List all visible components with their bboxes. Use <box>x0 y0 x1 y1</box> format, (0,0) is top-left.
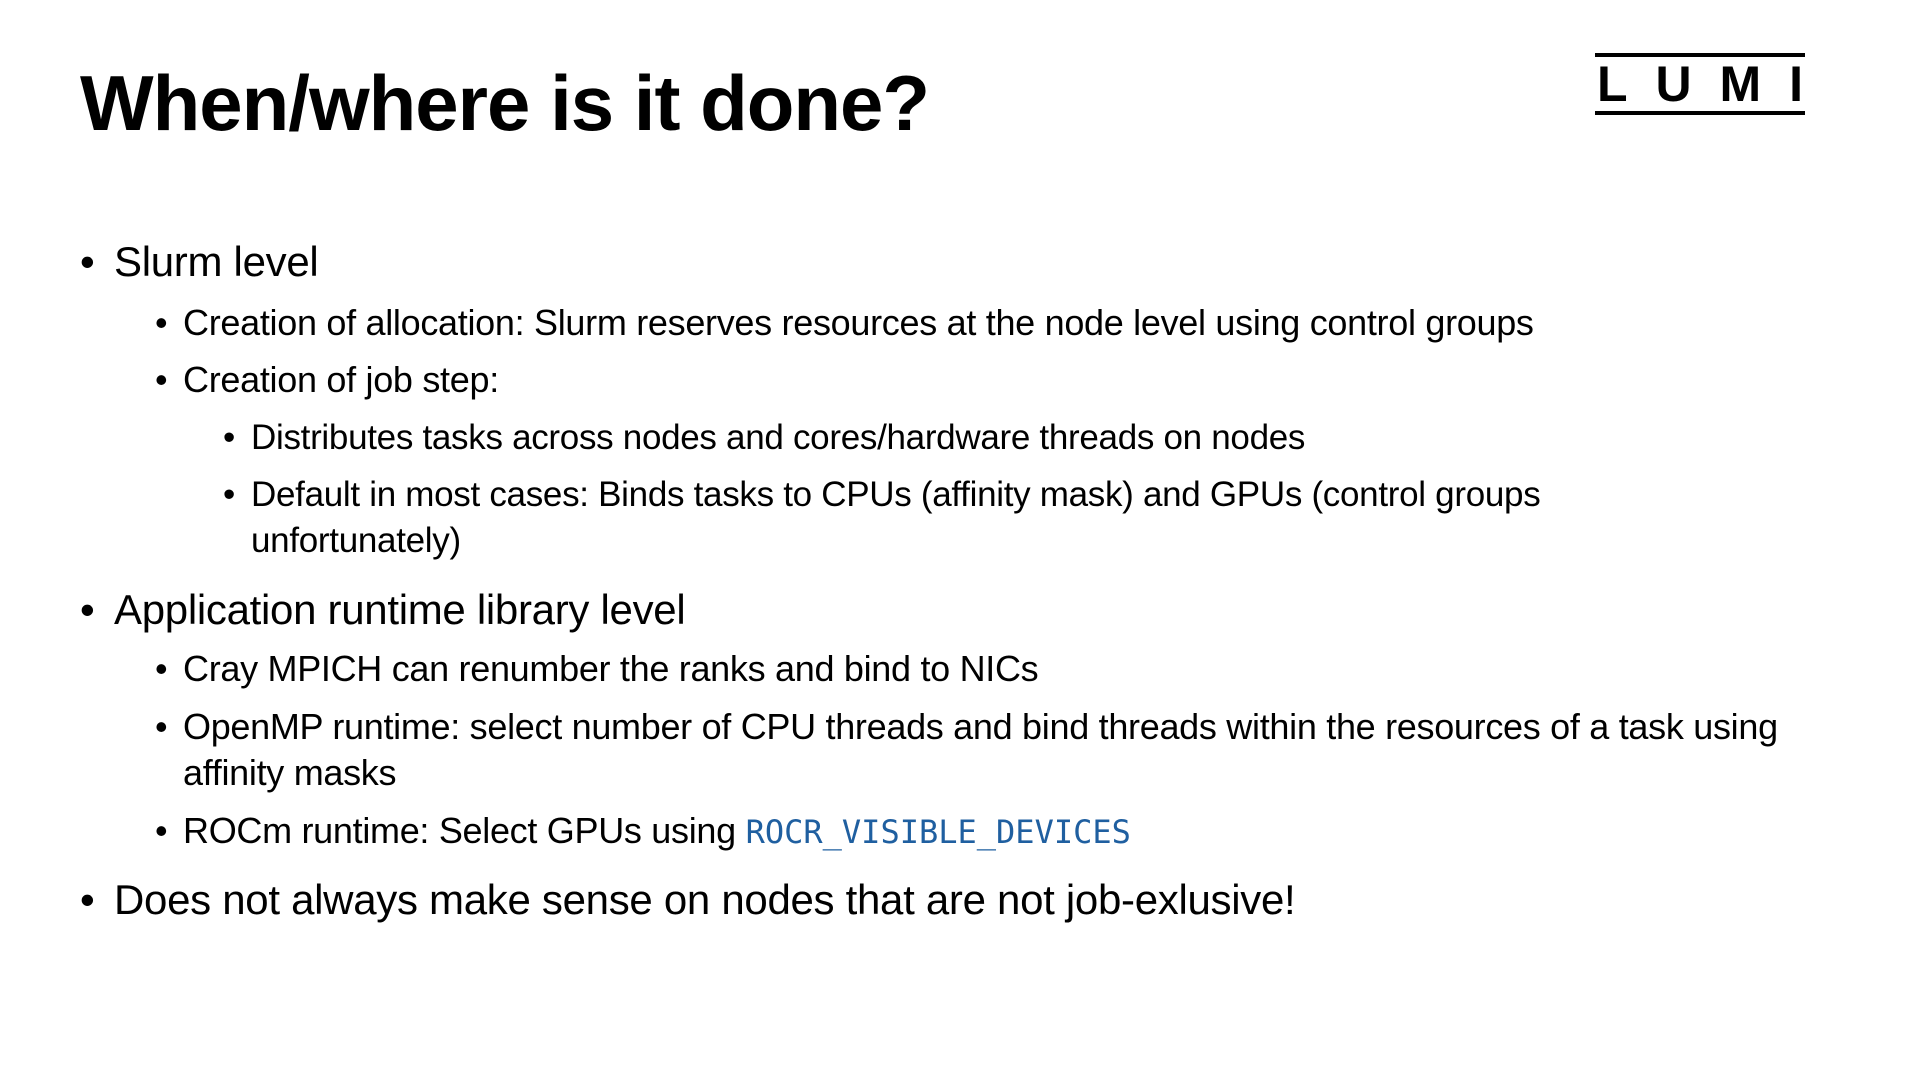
bullet-text: ROCm runtime: Select GPUs using <box>183 810 746 851</box>
bullet-distributes-tasks: • Distributes tasks across nodes and core… <box>223 415 1751 461</box>
bullet-icon: • <box>80 586 95 633</box>
bullet-icon: • <box>223 418 235 457</box>
bullet-text: OpenMP runtime: select number of CPU thr… <box>183 706 1778 793</box>
bullet-default-binding: • Default in most cases: Binds tasks to C… <box>223 472 1751 564</box>
bullet-icon: • <box>155 810 168 851</box>
bullet-creation-allocation: • Creation of allocation: Slurm reserves … <box>155 300 1803 346</box>
bullet-icon: • <box>223 475 235 514</box>
bullet-not-job-exclusive: • Does not always make sense on nodes tha… <box>80 876 1814 923</box>
logo-letter: L <box>1597 56 1628 112</box>
bullet-text: Application runtime library level <box>114 586 686 633</box>
bullet-text: Cray MPICH can renumber the ranks and bi… <box>183 648 1039 689</box>
bullet-icon: • <box>155 302 168 343</box>
logo-letter: I <box>1789 56 1803 112</box>
logo-letter: M <box>1719 56 1762 112</box>
bullet-icon: • <box>80 876 95 923</box>
logo-letter: U <box>1655 56 1692 112</box>
bullet-text: Default in most cases: Binds tasks to CP… <box>251 475 1541 560</box>
bullet-text: Distributes tasks across nodes and cores… <box>251 418 1306 457</box>
bullet-openmp-runtime: • OpenMP runtime: select number of CPU th… <box>155 704 1803 796</box>
bullet-icon: • <box>155 706 168 747</box>
bullet-creation-job-step: • Creation of job step: <box>155 357 1803 403</box>
slide-title: When/where is it done? <box>80 59 930 147</box>
code-env-var: ROCR_VISIBLE_DEVICES <box>745 813 1131 851</box>
bullet-icon: • <box>80 238 95 285</box>
bullet-text: Does not always make sense on nodes that… <box>114 876 1296 923</box>
lumi-logo: L U M I <box>1595 53 1805 115</box>
bullet-text: Slurm level <box>114 238 319 285</box>
bullet-application-runtime: • Application runtime library level <box>80 586 1814 633</box>
bullet-cray-mpich: • Cray MPICH can renumber the ranks and b… <box>155 646 1803 692</box>
bullet-text: Creation of allocation: Slurm reserves r… <box>183 302 1534 343</box>
bullet-text: Creation of job step: <box>183 359 499 400</box>
bullet-icon: • <box>155 648 168 689</box>
bullet-icon: • <box>155 359 168 400</box>
bullet-rocm-runtime: • ROCm runtime: Select GPUs using ROCR_VI… <box>155 808 1803 855</box>
bullet-slurm-level: • Slurm level <box>80 238 1814 285</box>
